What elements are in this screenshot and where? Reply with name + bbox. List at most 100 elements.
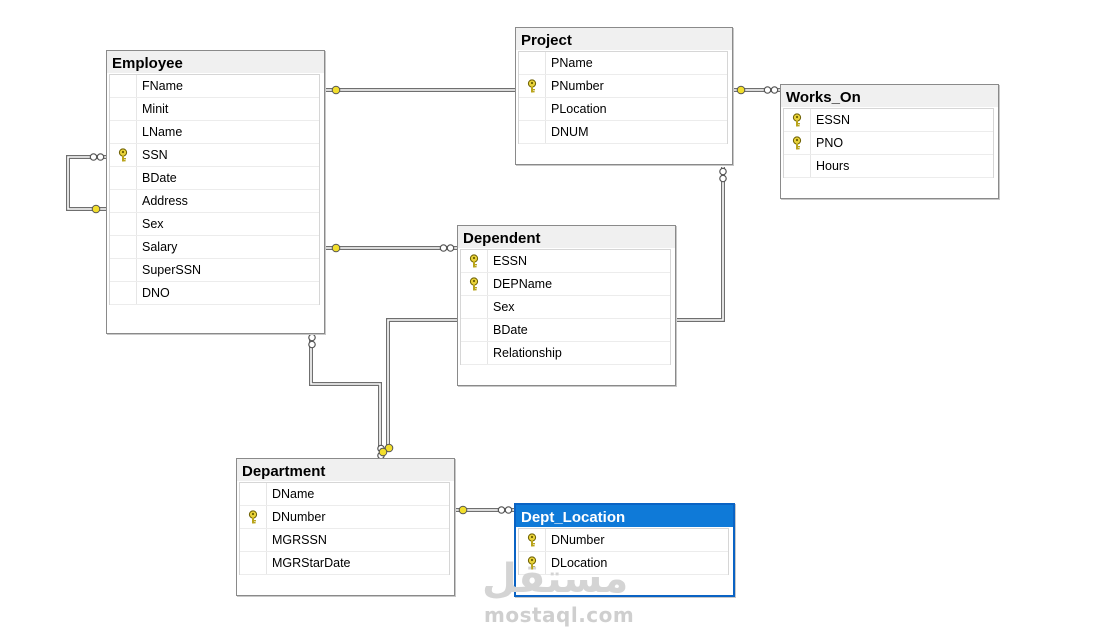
- table-title[interactable]: Dept_Location: [516, 505, 733, 527]
- column-name: DNO: [142, 286, 170, 300]
- column-row[interactable]: Hours: [784, 155, 993, 178]
- column-name: PNO: [816, 136, 844, 150]
- column-name: DNumber: [272, 510, 326, 524]
- row-selector[interactable]: [519, 529, 546, 551]
- row-selector[interactable]: [461, 296, 488, 318]
- column-row[interactable]: Salary: [110, 236, 319, 259]
- column-name: BDate: [142, 171, 177, 185]
- table-title[interactable]: Works_On: [781, 85, 998, 107]
- column-row[interactable]: ESSN: [461, 250, 670, 273]
- row-selector[interactable]: [784, 155, 811, 177]
- row-selector[interactable]: [461, 250, 488, 272]
- row-selector[interactable]: [110, 190, 137, 212]
- row-selector[interactable]: [110, 213, 137, 235]
- infinity-icon: [497, 506, 513, 514]
- watermark-url: mostaql.com: [484, 603, 635, 627]
- row-selector[interactable]: [519, 98, 546, 120]
- row-selector[interactable]: [110, 98, 137, 120]
- row-selector[interactable]: [110, 144, 137, 166]
- column-row[interactable]: DNumber: [519, 529, 728, 552]
- row-selector[interactable]: [784, 132, 811, 154]
- column-row[interactable]: BDate: [110, 167, 319, 190]
- row-selector[interactable]: [519, 552, 546, 574]
- column-row[interactable]: Relationship: [461, 342, 670, 365]
- column-name: SSN: [142, 148, 168, 162]
- infinity-icon: [719, 167, 727, 183]
- row-selector[interactable]: [240, 506, 267, 528]
- watermark-logo: مستقل: [482, 556, 629, 602]
- row-selector[interactable]: [519, 75, 546, 97]
- column-name: BDate: [493, 323, 528, 337]
- rel-department-dependent[interactable]: [386, 318, 457, 450]
- column-row[interactable]: BDate: [461, 319, 670, 342]
- row-selector[interactable]: [110, 236, 137, 258]
- column-row[interactable]: DLocation: [519, 552, 728, 575]
- row-selector[interactable]: [110, 259, 137, 281]
- infinity-icon: [439, 244, 455, 252]
- column-name: Sex: [493, 300, 515, 314]
- column-row[interactable]: SuperSSN: [110, 259, 319, 282]
- table-title[interactable]: Employee: [107, 51, 324, 73]
- row-selector[interactable]: [461, 342, 488, 364]
- column-name: Address: [142, 194, 188, 208]
- column-row[interactable]: PNO: [784, 132, 993, 155]
- column-row[interactable]: Minit: [110, 98, 319, 121]
- row-selector[interactable]: [519, 52, 546, 74]
- column-row[interactable]: PLocation: [519, 98, 727, 121]
- table-title[interactable]: Project: [516, 28, 732, 50]
- column-name: SuperSSN: [142, 263, 202, 277]
- column-row[interactable]: Address: [110, 190, 319, 213]
- column-row[interactable]: DNO: [110, 282, 319, 305]
- row-selector[interactable]: [240, 483, 267, 505]
- key-icon: [458, 505, 468, 515]
- row-selector[interactable]: [519, 121, 546, 143]
- column-row[interactable]: SSN: [110, 144, 319, 167]
- column-name: Hours: [816, 159, 850, 173]
- key-icon: [378, 447, 388, 457]
- column-name: ESSN: [816, 113, 851, 127]
- column-name: Sex: [142, 217, 164, 231]
- rel-project-dependent-side[interactable]: [674, 167, 725, 322]
- row-selector[interactable]: [461, 319, 488, 341]
- column-row[interactable]: ESSN: [784, 109, 993, 132]
- row-selector[interactable]: [110, 167, 137, 189]
- column-name: DNUM: [551, 125, 589, 139]
- row-selector[interactable]: [110, 75, 137, 97]
- column-row[interactable]: MGRSSN: [240, 529, 449, 552]
- row-selector[interactable]: [784, 109, 811, 131]
- column-name: PNumber: [551, 79, 604, 93]
- table-title[interactable]: Dependent: [458, 226, 675, 248]
- column-row[interactable]: DName: [240, 483, 449, 506]
- rel-employee-self[interactable]: [66, 155, 106, 211]
- column-name: PLocation: [551, 102, 607, 116]
- column-row[interactable]: DEPName: [461, 273, 670, 296]
- row-selector[interactable]: [240, 552, 267, 574]
- row-selector[interactable]: [461, 273, 488, 295]
- table-title[interactable]: Department: [237, 459, 454, 481]
- column-row[interactable]: DNumber: [240, 506, 449, 529]
- column-name: MGRSSN: [272, 533, 327, 547]
- column-row[interactable]: PName: [519, 52, 727, 75]
- row-selector[interactable]: [110, 121, 137, 143]
- column-row[interactable]: PNumber: [519, 75, 727, 98]
- column-name: DName: [272, 487, 315, 501]
- column-row[interactable]: DNUM: [519, 121, 727, 144]
- column-row[interactable]: FName: [110, 75, 319, 98]
- column-row[interactable]: LName: [110, 121, 319, 144]
- key-icon: [384, 443, 394, 453]
- row-selector[interactable]: [240, 529, 267, 551]
- column-row[interactable]: Sex: [461, 296, 670, 319]
- column-name: Minit: [142, 102, 169, 116]
- rel-employee-department[interactable]: [309, 334, 382, 450]
- column-row[interactable]: MGRStarDate: [240, 552, 449, 575]
- column-name: Relationship: [493, 346, 562, 360]
- column-row[interactable]: Sex: [110, 213, 319, 236]
- row-selector[interactable]: [110, 282, 137, 304]
